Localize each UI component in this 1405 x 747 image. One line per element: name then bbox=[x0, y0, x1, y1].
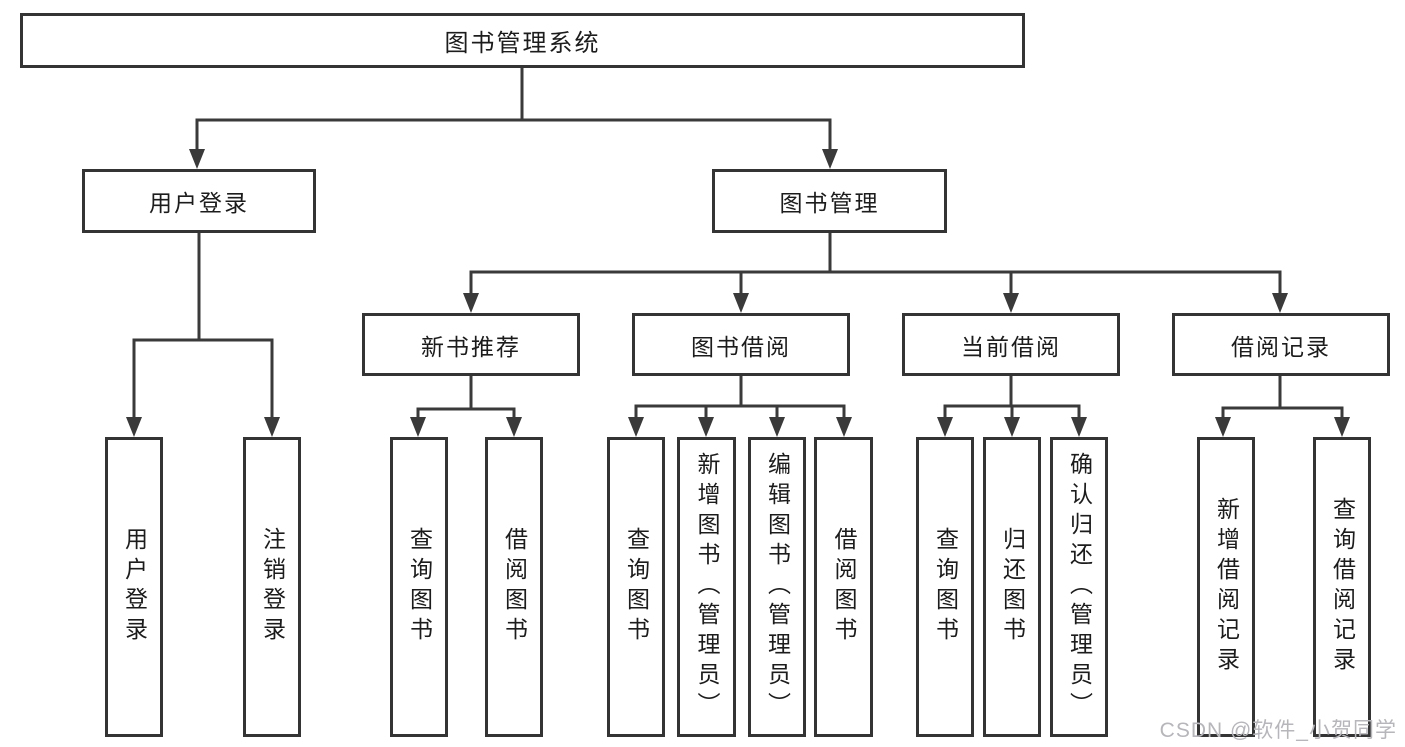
leaf-query-books-current: 查询图书 bbox=[916, 437, 974, 737]
leaf-add-book-admin: 新增图书（管理员） bbox=[677, 437, 736, 737]
node-current-borrowing-label: 当前借阅 bbox=[961, 333, 1061, 360]
node-book-management-label: 图书管理 bbox=[779, 190, 880, 216]
leaf-confirm-return-admin-label: 确认归还（管理员） bbox=[1066, 452, 1093, 722]
leaf-logout-label: 注销登录 bbox=[259, 527, 286, 647]
leaf-query-borrow-record: 查询借阅记录 bbox=[1313, 437, 1371, 737]
node-new-book-recommendation-label: 新书推荐 bbox=[421, 333, 521, 360]
leaf-query-borrow-record-label: 查询借阅记录 bbox=[1329, 497, 1356, 677]
leaf-logout: 注销登录 bbox=[243, 437, 301, 737]
leaf-query-books-current-label: 查询图书 bbox=[932, 527, 959, 647]
node-book-management: 图书管理 bbox=[712, 169, 947, 233]
node-borrowing-records-label: 借阅记录 bbox=[1231, 333, 1331, 360]
node-new-book-recommendation: 新书推荐 bbox=[362, 313, 580, 376]
leaf-add-borrow-record: 新增借阅记录 bbox=[1197, 437, 1255, 737]
leaf-query-books-borrow: 查询图书 bbox=[607, 437, 665, 737]
leaf-borrow-books-borrow: 借阅图书 bbox=[814, 437, 873, 737]
leaf-borrow-books-borrow-label: 借阅图书 bbox=[831, 527, 857, 647]
leaf-user-login-label: 用户登录 bbox=[121, 527, 148, 647]
node-user-login: 用户登录 bbox=[82, 169, 316, 233]
leaf-return-books-label: 归还图书 bbox=[999, 527, 1026, 647]
node-book-borrowing-label: 图书借阅 bbox=[691, 333, 791, 360]
node-user-login-label: 用户登录 bbox=[149, 190, 249, 216]
node-borrowing-records: 借阅记录 bbox=[1172, 313, 1390, 376]
leaf-return-books: 归还图书 bbox=[983, 437, 1041, 737]
node-book-borrowing: 图书借阅 bbox=[632, 313, 850, 376]
leaf-add-borrow-record-label: 新增借阅记录 bbox=[1213, 497, 1240, 677]
leaf-borrow-books-recommend-label: 借阅图书 bbox=[501, 527, 528, 647]
node-current-borrowing: 当前借阅 bbox=[902, 313, 1120, 376]
leaf-add-book-admin-label: 新增图书（管理员） bbox=[694, 452, 720, 722]
node-library-system: 图书管理系统 bbox=[20, 13, 1025, 68]
watermark: CSDN @软件_小贺同学 bbox=[1159, 719, 1397, 742]
leaf-query-books-recommend: 查询图书 bbox=[390, 437, 448, 737]
leaf-query-books-borrow-label: 查询图书 bbox=[623, 527, 650, 647]
leaf-confirm-return-admin: 确认归还（管理员） bbox=[1050, 437, 1108, 737]
leaf-query-books-recommend-label: 查询图书 bbox=[406, 527, 433, 647]
leaf-borrow-books-recommend: 借阅图书 bbox=[485, 437, 543, 737]
leaf-edit-book-admin-label: 编辑图书（管理员） bbox=[764, 452, 791, 722]
node-library-system-label: 图书管理系统 bbox=[444, 30, 601, 57]
leaf-edit-book-admin: 编辑图书（管理员） bbox=[748, 437, 806, 737]
leaf-user-login: 用户登录 bbox=[105, 437, 163, 737]
